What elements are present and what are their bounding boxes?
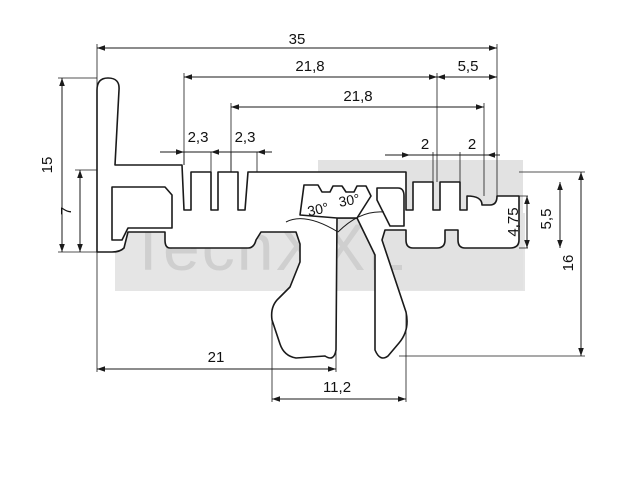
profile-center-channel (299, 184, 372, 219)
label-lower-span: 21,8 (343, 88, 372, 105)
dimension-labels: 35 21,8 5,5 21,8 2,3 2,3 2 2 15 7 4,75 5… (39, 31, 577, 396)
label-right-height: 5,5 (538, 209, 555, 230)
angle-arc-right (337, 211, 385, 233)
label-foot-width: 11,2 (323, 379, 351, 396)
label-slot-left-2: 2,3 (235, 129, 256, 146)
label-overall-width: 35 (289, 31, 306, 48)
label-slot-left-1: 2,3 (188, 129, 209, 146)
dimension-lines (59, 45, 584, 402)
label-center-offset: 21 (208, 349, 225, 366)
profile-right-cavity (376, 187, 405, 227)
label-left-inner-height: 7 (58, 207, 75, 215)
label-angle-left: 30° (306, 199, 330, 219)
label-upper-span: 21,8 (295, 58, 324, 75)
label-slot-right-2: 2 (468, 136, 476, 153)
label-slot-right-1: 2 (421, 136, 429, 153)
extension-lines (58, 44, 585, 402)
label-total-height: 16 (560, 255, 577, 272)
profile-inner-cavity (111, 186, 173, 241)
extrusion-profile (96, 77, 520, 359)
label-left-height: 15 (39, 157, 56, 174)
label-right-offset: 5,5 (458, 58, 479, 75)
label-angle-right: 30° (337, 190, 361, 209)
label-right-depth: 4,75 (505, 207, 522, 236)
angle-arc-left (285, 218, 339, 233)
